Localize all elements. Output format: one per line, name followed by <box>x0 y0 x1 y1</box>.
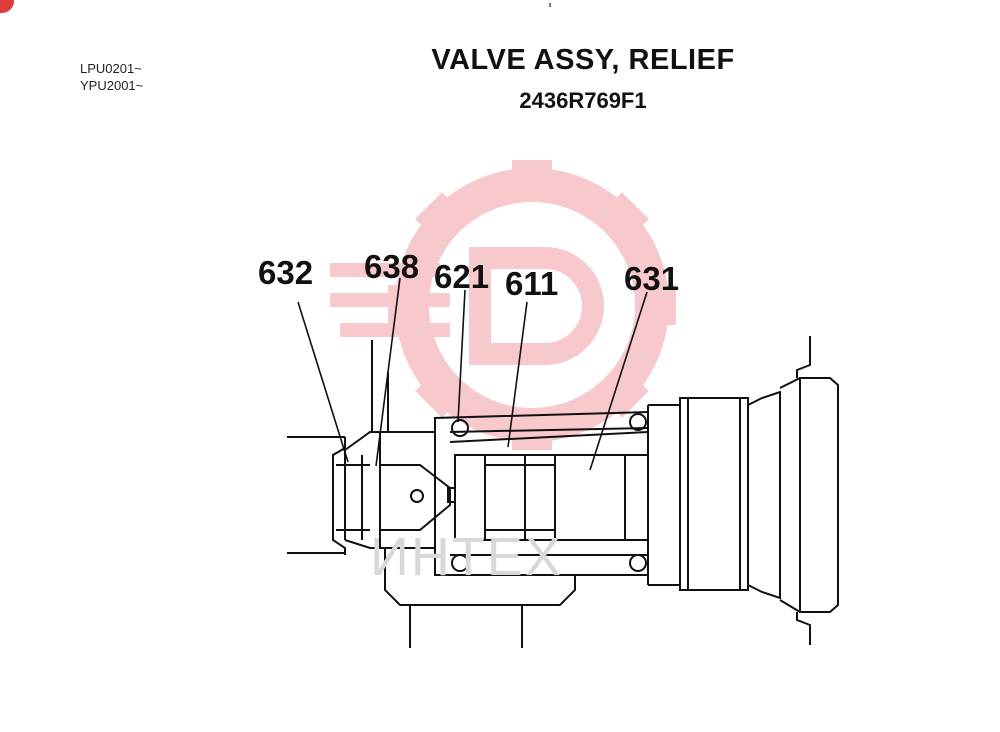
serial-range-2: YPU2001~ <box>80 78 144 93</box>
callout-611: 611 <box>505 265 558 302</box>
callout-631: 631 <box>624 260 679 297</box>
watermark-logo <box>330 160 676 450</box>
page-title: VALVE ASSY, RELIEF <box>431 44 735 76</box>
callout-621: 621 <box>434 258 489 295</box>
scan-mark <box>549 3 551 7</box>
leader-lines <box>297 277 648 471</box>
valve-outline <box>287 336 839 648</box>
callout-632: 632 <box>258 254 313 291</box>
watermark-text: ИНТЕХ <box>370 527 563 587</box>
serial-range-1: LPU0201~ <box>80 61 142 76</box>
part-number: 2436R769F1 <box>519 88 647 113</box>
callout-638: 638 <box>364 248 419 285</box>
